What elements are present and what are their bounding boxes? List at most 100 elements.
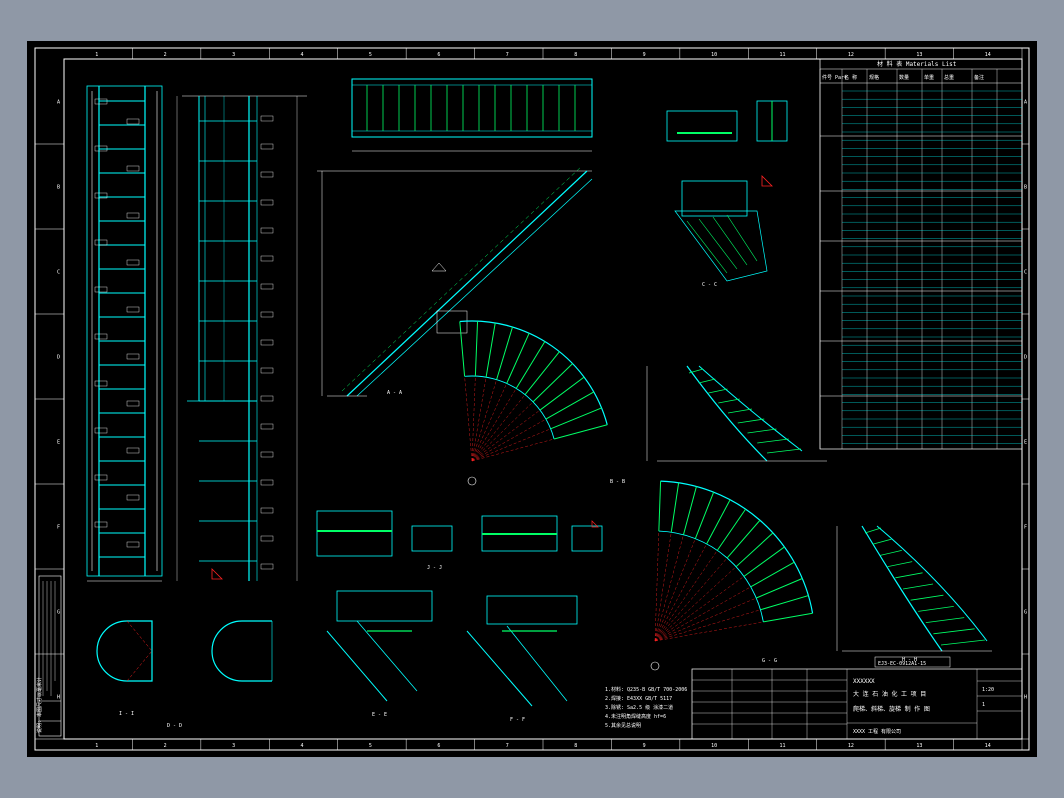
radial-line [654, 543, 707, 642]
row-label-left: E [57, 440, 60, 446]
section-label-i: I - I [119, 711, 134, 717]
elevation-tread [718, 398, 740, 404]
radial-line [654, 534, 684, 642]
left-notes-strip: 说明: 本图尺寸以毫米计 [36, 575, 62, 737]
zone-label-top: 12 [848, 52, 854, 58]
zone-label-top: 6 [437, 52, 440, 58]
part-tag [94, 145, 108, 152]
elevation-tread [872, 538, 892, 545]
table-header-cell: 总重 [944, 74, 954, 81]
elevation-tread [698, 378, 716, 384]
spiral-tread [670, 482, 680, 533]
elevation-tread [737, 418, 765, 424]
table-header-cell: 单重 [924, 74, 934, 81]
note-2: 2.焊接: E43XX GB/T 5117 [605, 695, 672, 702]
section-label-j: J - J [427, 565, 442, 571]
radial-line [464, 376, 473, 462]
spiral-tread [515, 341, 546, 389]
spiral-tread [474, 321, 479, 377]
part-tag [260, 171, 274, 178]
title-block[interactable]: XXXXXX 大 连 石 油 化 工 项 目 爬梯、斜梯、旋梯 制 作 图 XX… [691, 656, 1023, 740]
radial-line [471, 401, 534, 462]
zone-label-bottom: 3 [232, 743, 235, 749]
elevation-tread [902, 583, 934, 590]
section-label-c: C - C [702, 282, 717, 288]
radial-line [471, 377, 487, 462]
spiral-stair-elevation-1[interactable] [646, 365, 827, 462]
row-label-left: G [57, 610, 60, 616]
row-label-left: A [57, 100, 60, 106]
vertical-ladder-side-view[interactable] [176, 95, 307, 581]
project-line-1: XXXXXX [853, 678, 875, 685]
spiral-stair-plan-2[interactable] [650, 480, 814, 671]
row-label-right: A [1024, 100, 1027, 106]
part-tag [126, 353, 140, 360]
part-tag [126, 306, 140, 313]
vertical-ladder-front-view[interactable] [86, 85, 163, 582]
part-tag [260, 255, 274, 262]
zone-label-bottom: 5 [369, 743, 372, 749]
table-header-cell: 备注 [974, 74, 984, 81]
note-1: 1.材料: Q235-B GB/T 700-2006 [605, 686, 687, 693]
zone-label-bottom: 13 [916, 743, 922, 749]
part-tag [126, 494, 140, 501]
radial-line [471, 428, 551, 462]
part-tag [94, 239, 108, 246]
radial-line [654, 532, 672, 642]
materials-table[interactable]: 材 料 表 Materials List 件号 Part名 称规格数量单重总重备… [819, 58, 1023, 450]
note-5: 5.其余见总说明 [605, 722, 641, 729]
spiral-tread [726, 519, 761, 559]
project-line-2: 大 连 石 油 化 工 项 目 [853, 690, 926, 698]
spiral-tread [743, 546, 785, 577]
elevation-tread [895, 572, 923, 579]
curved-handrail-details[interactable] [96, 620, 273, 682]
tread-detail-views[interactable] [316, 510, 603, 557]
spiral-tread [756, 578, 803, 599]
spiral-stair-elevation-2[interactable] [836, 525, 992, 652]
spiral-tread [682, 486, 697, 535]
radial-line [471, 376, 476, 462]
radial-line [654, 538, 696, 642]
radial-line [654, 586, 751, 642]
part-tag [260, 563, 274, 570]
platform-bracket-details[interactable] [326, 590, 578, 707]
zone-label-bottom: 9 [643, 743, 646, 749]
drawing-number: EJ3-EC-0912A1-15 [878, 661, 926, 667]
spiral-tread [716, 508, 747, 551]
section-label-d: D - D [167, 723, 182, 729]
part-tag [260, 507, 274, 514]
radial-line [654, 576, 745, 642]
spiral-stair-plan-1[interactable] [459, 320, 608, 486]
zone-label-bottom: 8 [574, 743, 577, 749]
radial-line [654, 597, 757, 642]
spiral-tread [545, 391, 595, 420]
inclined-stair-elevation[interactable] [317, 165, 593, 397]
landing-detail-view[interactable] [666, 100, 788, 282]
zone-label-bottom: 12 [848, 743, 854, 749]
row-label-left: B [57, 185, 60, 191]
radial-line [471, 438, 555, 462]
section-cut-mark [211, 568, 223, 580]
part-tag [94, 521, 108, 528]
row-label-left: D [57, 355, 60, 361]
part-tag [260, 395, 274, 402]
zone-label-bottom: 7 [506, 743, 509, 749]
elevation-tread [910, 594, 944, 601]
zone-label-top: 13 [916, 52, 922, 58]
part-tag [126, 165, 140, 172]
table-header-cell: 规格 [869, 74, 879, 81]
stair-plan-view[interactable] [351, 78, 593, 152]
zone-label-top: 8 [574, 52, 577, 58]
part-tag [260, 227, 274, 234]
section-label-e: E - E [372, 712, 387, 718]
zone-label-top: 9 [643, 52, 646, 58]
part-tag [94, 286, 108, 293]
scale-value: 1:20 [982, 687, 994, 693]
zone-label-top: 3 [232, 52, 235, 58]
zone-label-bottom: 14 [985, 743, 991, 749]
elevation-tread [757, 438, 789, 444]
elevation-tread [880, 550, 902, 556]
outer-border [34, 47, 1030, 751]
